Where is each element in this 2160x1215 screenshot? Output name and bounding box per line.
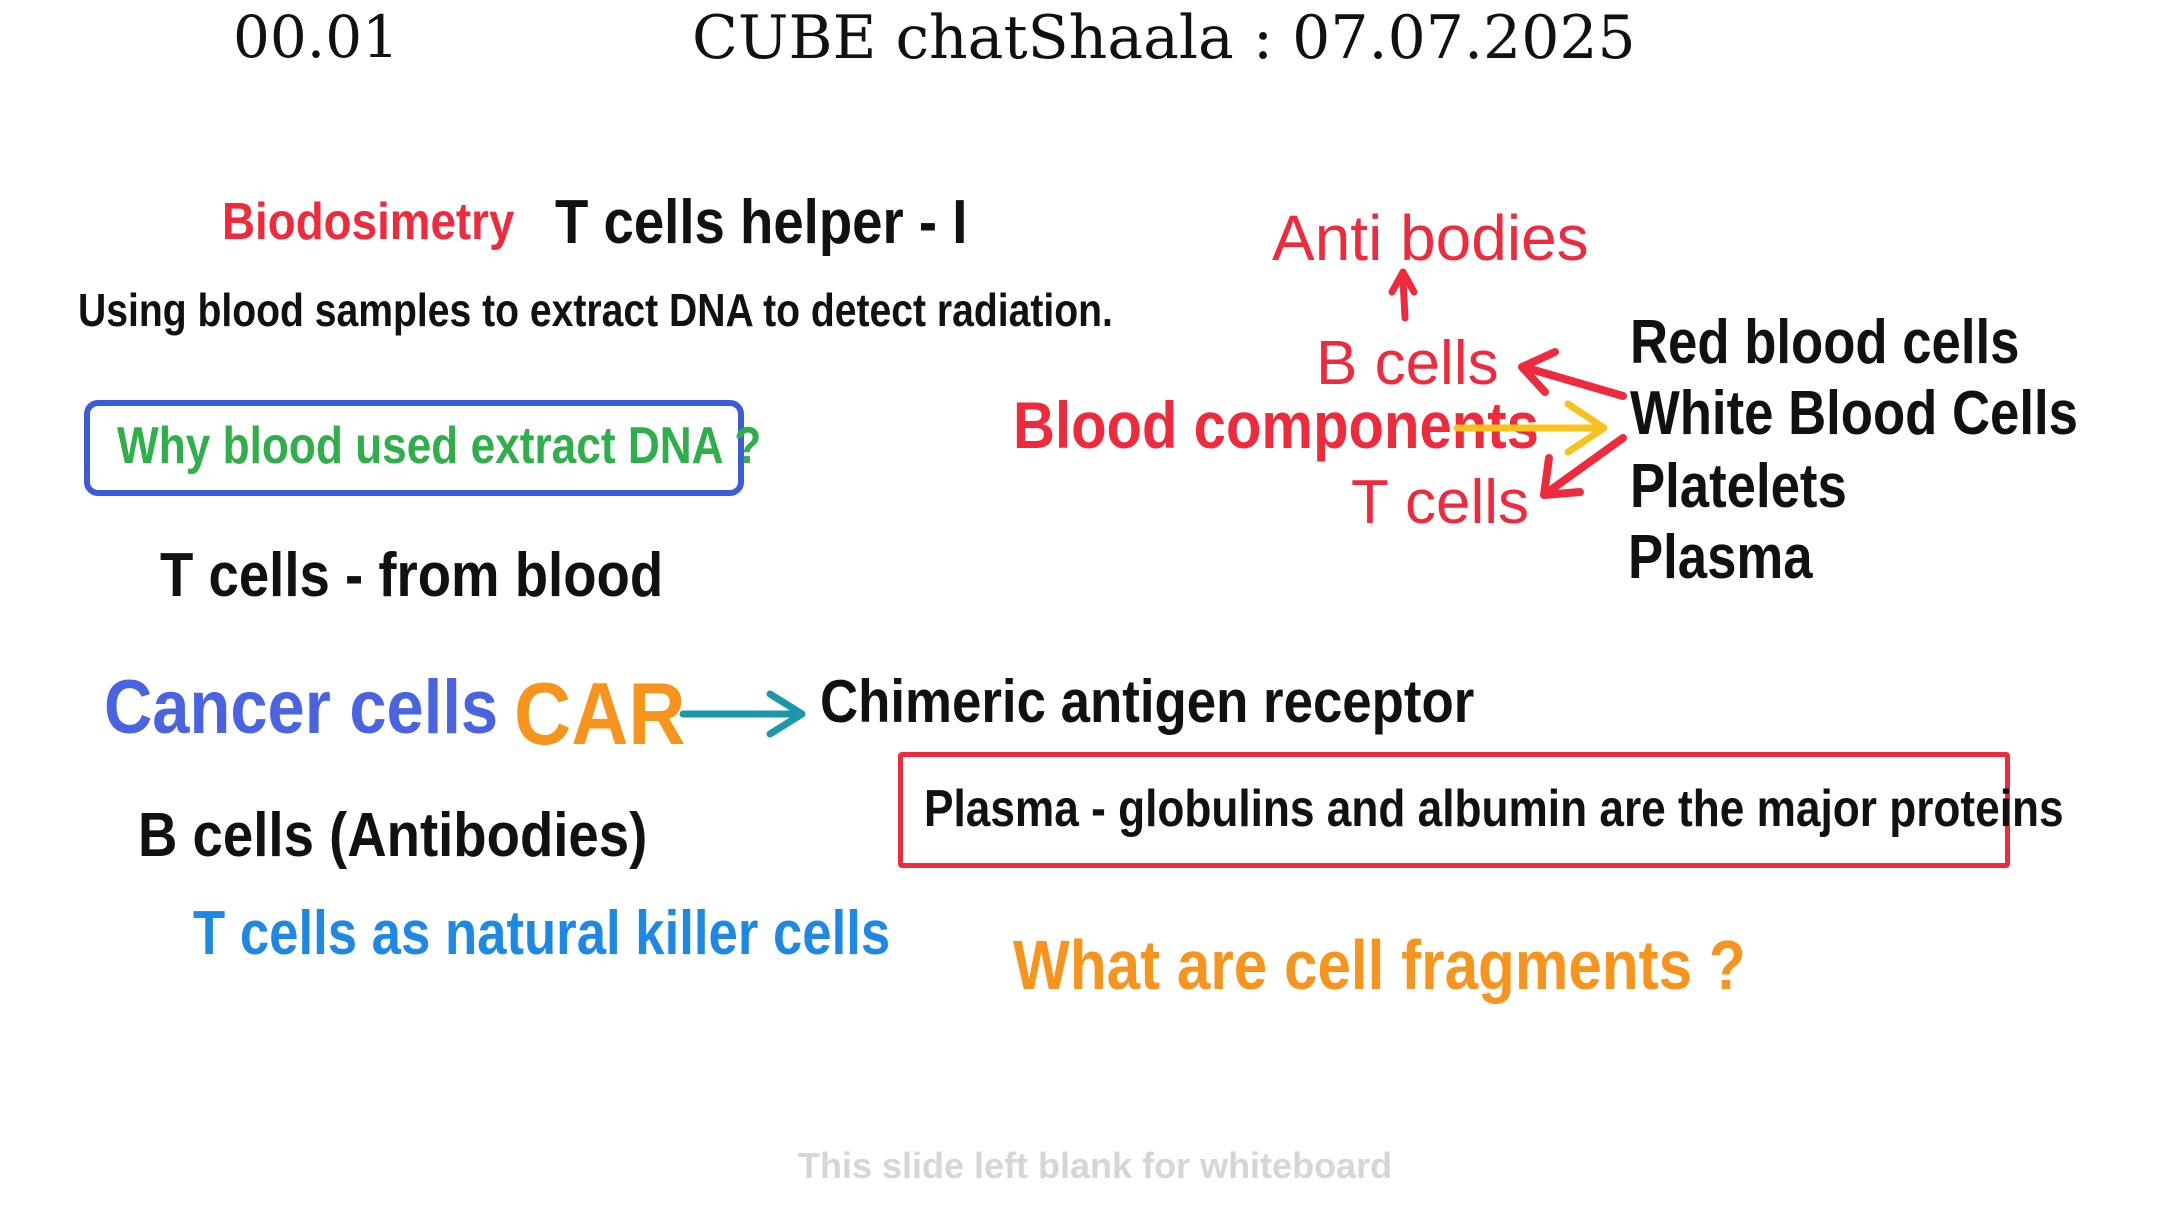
t-cells-arrow bbox=[1540, 434, 1627, 499]
t-cells-label: T cells bbox=[1351, 468, 1530, 537]
antibodies-label: Anti bodies bbox=[1272, 202, 1589, 274]
b-cells-antibodies: B cells (Antibodies) bbox=[138, 801, 648, 870]
dna-sentence: Using blood samples to extract DNA to de… bbox=[78, 284, 1113, 336]
chimeric-antigen-receptor: Chimeric antigen receptor bbox=[820, 668, 1475, 735]
blood-components-label: Blood components bbox=[1013, 388, 1539, 462]
cell-fragments-question: What are cell fragments ? bbox=[1013, 926, 1746, 1004]
slide-number: 00.01 bbox=[233, 3, 400, 71]
antibodies-arrow bbox=[1388, 268, 1418, 322]
plasma-note-box bbox=[898, 752, 2010, 868]
component-plasma: Plasma bbox=[1628, 523, 1813, 592]
t-cells-helper-label: T cells helper - I bbox=[555, 188, 968, 257]
car-arrow bbox=[679, 690, 806, 738]
t-cells-from-blood: T cells - from blood bbox=[160, 541, 664, 610]
nk-cells-label: T cells as natural killer cells bbox=[193, 899, 891, 968]
question-box bbox=[84, 400, 744, 496]
biodosimetry-label: Biodosimetry bbox=[222, 193, 515, 251]
slide-title: CUBE chatShaala : 07.07.2025 bbox=[692, 3, 1636, 73]
footer-note: This slide left blank for whiteboard bbox=[798, 1145, 1393, 1186]
plasma-note-text: Plasma - globulins and albumin are the m… bbox=[924, 780, 2064, 838]
component-platelets: Platelets bbox=[1630, 452, 1847, 521]
cancer-cells-label: Cancer cells bbox=[104, 665, 499, 750]
component-white-blood-cells: White Blood Cells bbox=[1630, 379, 2078, 448]
b-cells-label: B cells bbox=[1316, 329, 1499, 398]
car-label: CAR bbox=[514, 664, 686, 763]
component-red-blood-cells: Red blood cells bbox=[1630, 308, 2020, 377]
question-text: Why blood used extract DNA ? bbox=[117, 417, 762, 475]
